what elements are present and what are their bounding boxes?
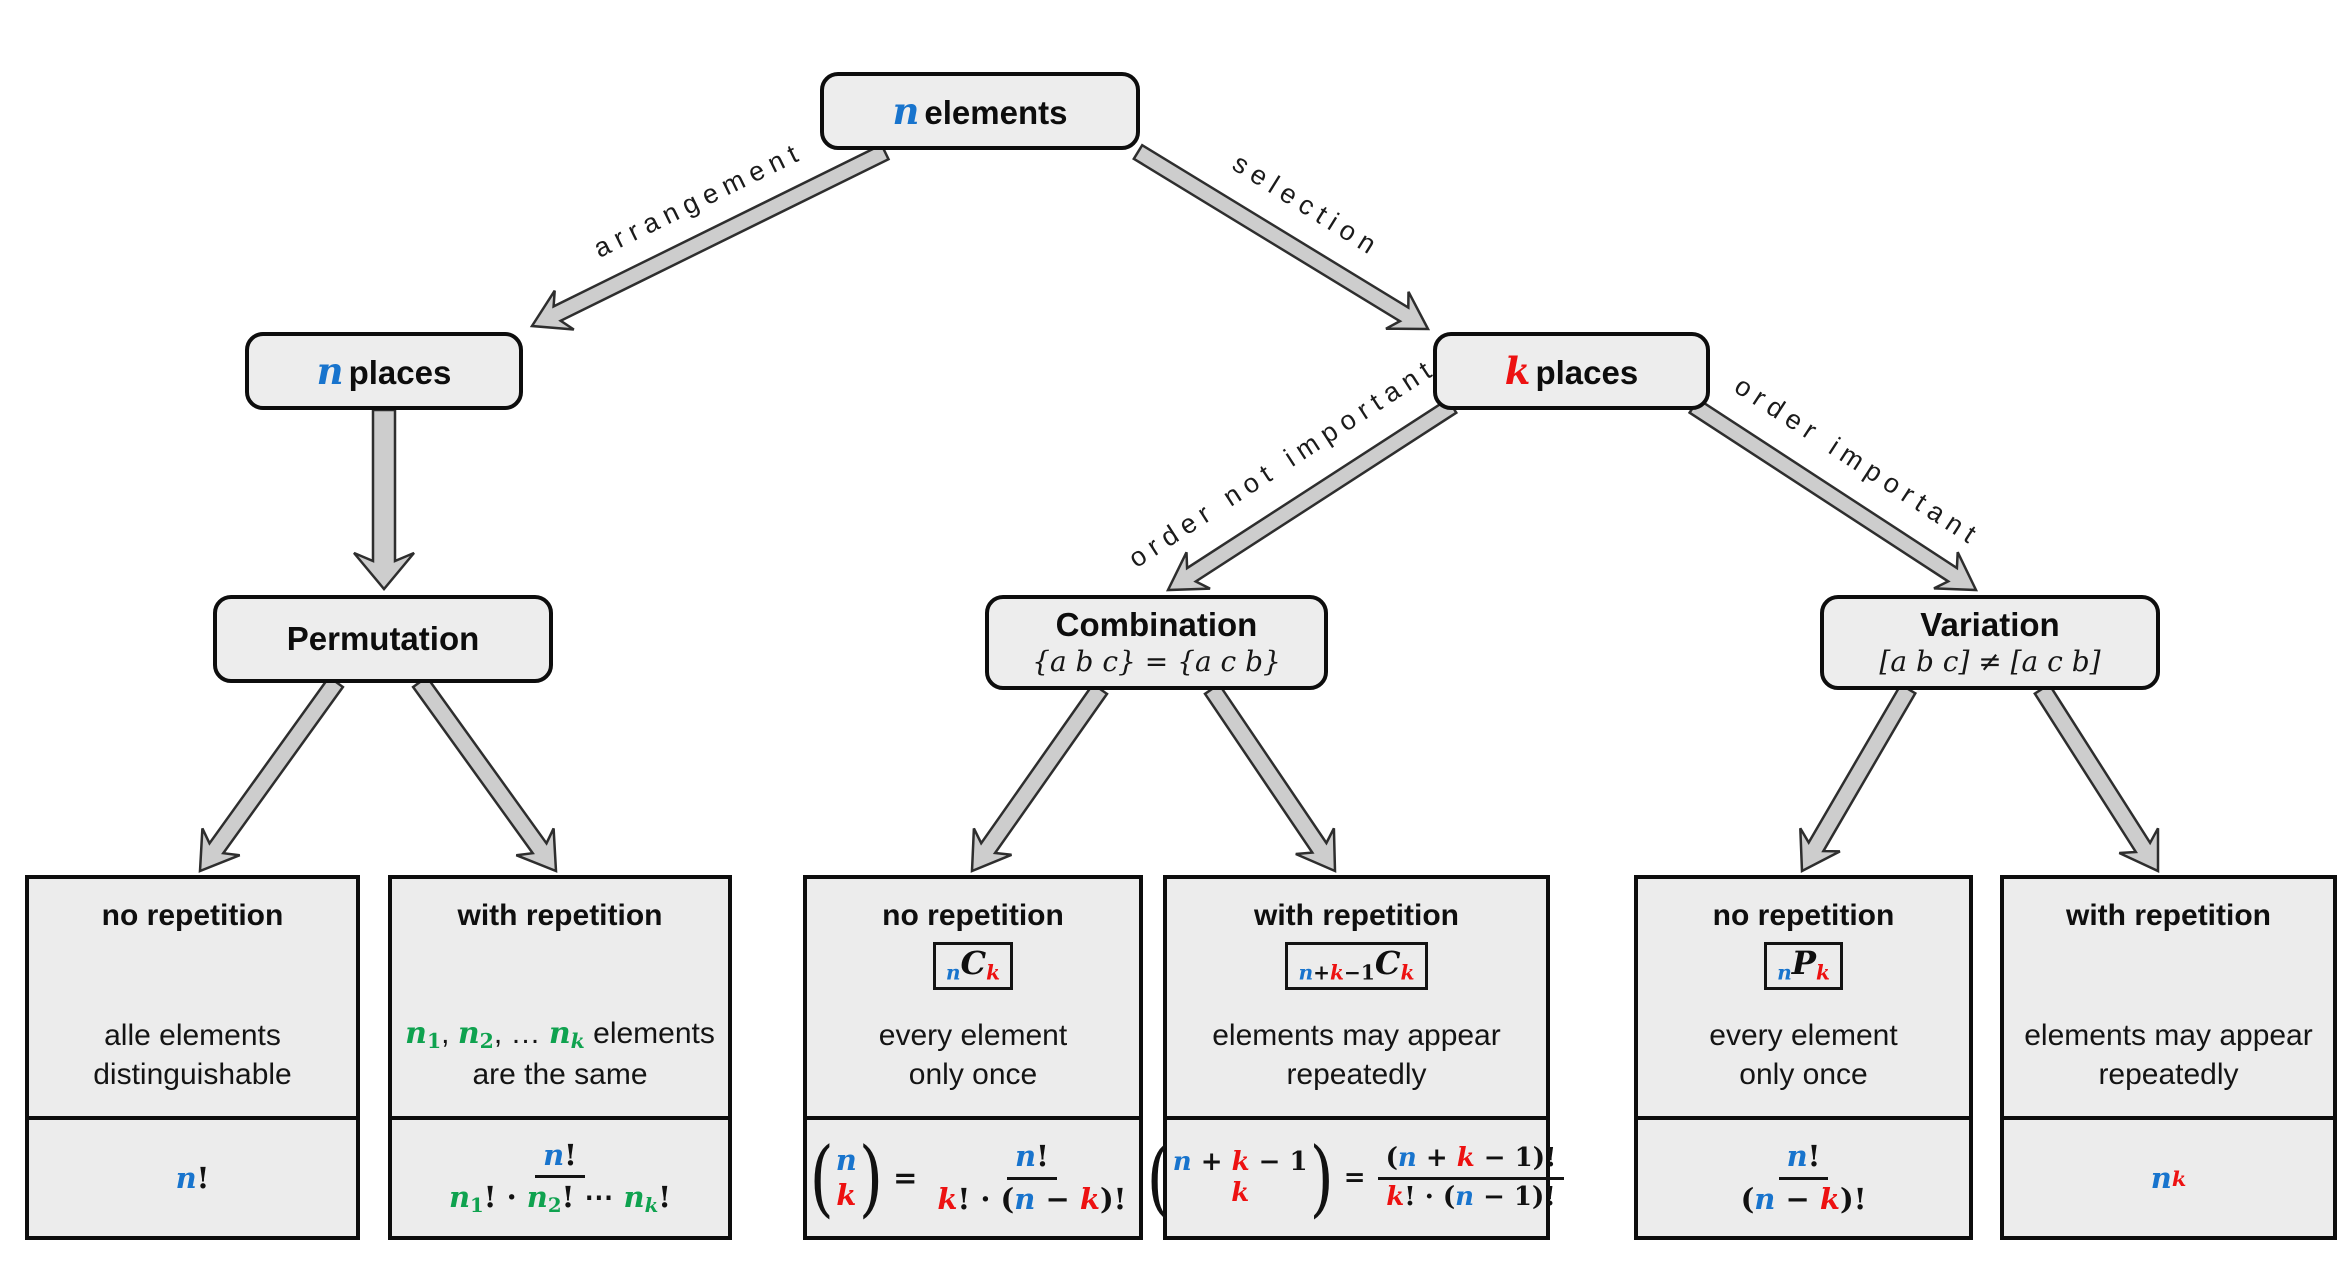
arrow-selection <box>1132 143 1431 331</box>
formula-badge-n+k-1Ck: n+k−1Ck <box>1285 942 1428 990</box>
arrow-variation-no-rep <box>1799 682 1918 874</box>
arrow-variation-with-rep <box>2033 682 2160 873</box>
node-subtitle: {a b c} = {a c b} <box>1032 644 1281 678</box>
node-title: Combination <box>1055 606 1258 644</box>
leaf-header: with repetition <box>1254 899 1459 932</box>
arrow-arrangement <box>529 143 891 331</box>
node-title: Variation <box>1920 606 2060 644</box>
leaf-formula: n!(n − k)! <box>1638 1116 1969 1236</box>
node-variation: Variation [a b c] ≠ [a c b] <box>1820 595 2160 690</box>
leaf-header: no repetition <box>101 899 284 932</box>
formula-badge-nCk: nCk <box>932 942 1014 990</box>
node-combination: Combination {a b c} = {a c b} <box>985 595 1328 690</box>
leaf-combination-with-repetition: with repetition n+k−1Ck elements may app… <box>1147 875 1565 1240</box>
leaf-formula: n! <box>29 1116 356 1236</box>
arrow-permutation-with-rep <box>411 675 558 873</box>
leaf-header: with repetition <box>2066 899 2271 932</box>
arrow-permutation-no-rep <box>198 675 345 873</box>
arrow-n-places-to-permutation <box>353 408 415 591</box>
arrow-combination-with-rep <box>1203 682 1337 873</box>
node-permutation: Permutation <box>213 595 553 683</box>
arrow-order-not-important <box>1165 397 1459 592</box>
leaf-header: no repetition <box>1712 899 1895 932</box>
leaf-header: no repetition <box>882 899 1064 932</box>
formula-badge-nPk: nPk <box>1764 942 1843 990</box>
node-subtitle: [a b c] ≠ [a c b] <box>1879 644 2101 678</box>
arrow-order-important <box>1687 397 1979 592</box>
node-title: Permutation <box>286 619 480 657</box>
leaf-formula: n!n1! · n2! ⋯ nk! <box>392 1116 728 1236</box>
leaf-header: with repetition <box>457 899 663 932</box>
arrow-combination-no-rep <box>970 682 1109 873</box>
